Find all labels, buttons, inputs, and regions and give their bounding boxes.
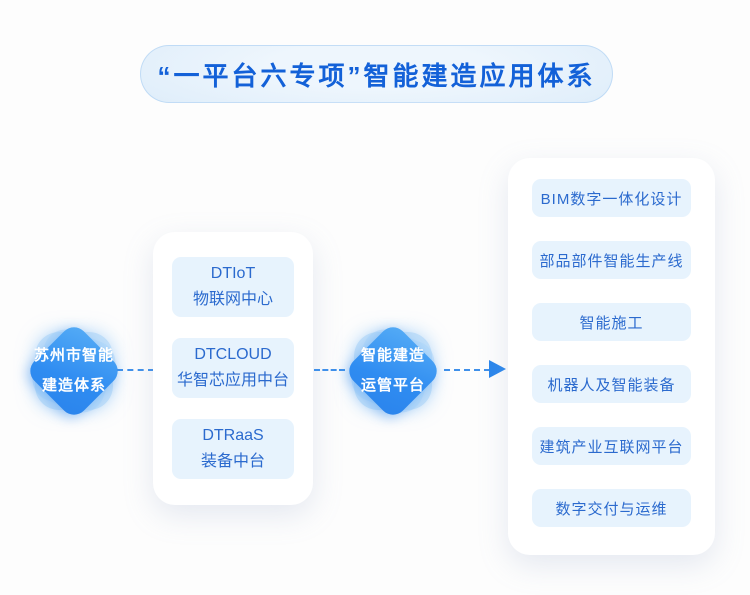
special-item: 数字交付与运维	[532, 489, 691, 527]
platform-item-name: DTIoT	[210, 265, 256, 282]
special-item: 智能施工	[532, 303, 691, 341]
platform-item-dtiot: DTIoT 物联网中心	[172, 257, 294, 317]
page-title: “一平台六专项”智能建造应用体系	[157, 60, 596, 91]
platform-item-desc: 物联网中心	[192, 291, 273, 308]
node-label-line: 苏州市智能	[33, 347, 114, 364]
node-label-line: 建造体系	[41, 377, 106, 394]
arrow-right-icon	[489, 360, 506, 378]
node-suzhou-system: 苏州市智能 建造体系	[24, 321, 124, 421]
node-label-line: 智能建造	[360, 347, 425, 364]
special-item: 机器人及智能装备	[532, 365, 691, 403]
special-item: BIM数字一体化设计	[532, 179, 691, 217]
platform-item-desc: 装备中台	[200, 453, 265, 470]
title-banner: “一平台六专项”智能建造应用体系	[140, 45, 613, 103]
dashed-connector	[444, 369, 490, 371]
special-item: 建筑产业互联网平台	[532, 427, 691, 465]
node-operation-platform: 智能建造 运管平台	[343, 321, 443, 421]
special-item: 部品部件智能生产线	[532, 241, 691, 279]
dashed-connector	[117, 369, 154, 371]
platform-item-desc: 华智芯应用中台	[176, 372, 289, 389]
node-label: 苏州市智能 建造体系	[24, 321, 124, 421]
node-label-line: 运管平台	[360, 377, 425, 394]
platform-card: DTIoT 物联网中心 DTCLOUD 华智芯应用中台 DTRaaS 装备中台	[153, 232, 313, 505]
dashed-connector	[314, 369, 345, 371]
platform-item-dtraas: DTRaaS 装备中台	[172, 419, 294, 479]
platform-item-dtcloud: DTCLOUD 华智芯应用中台	[172, 338, 294, 398]
platform-item-name: DTCLOUD	[194, 346, 272, 363]
specials-card: BIM数字一体化设计 部品部件智能生产线 智能施工 机器人及智能装备 建筑产业互…	[508, 158, 715, 555]
platform-item-name: DTRaaS	[202, 427, 264, 444]
node-label: 智能建造 运管平台	[343, 321, 443, 421]
